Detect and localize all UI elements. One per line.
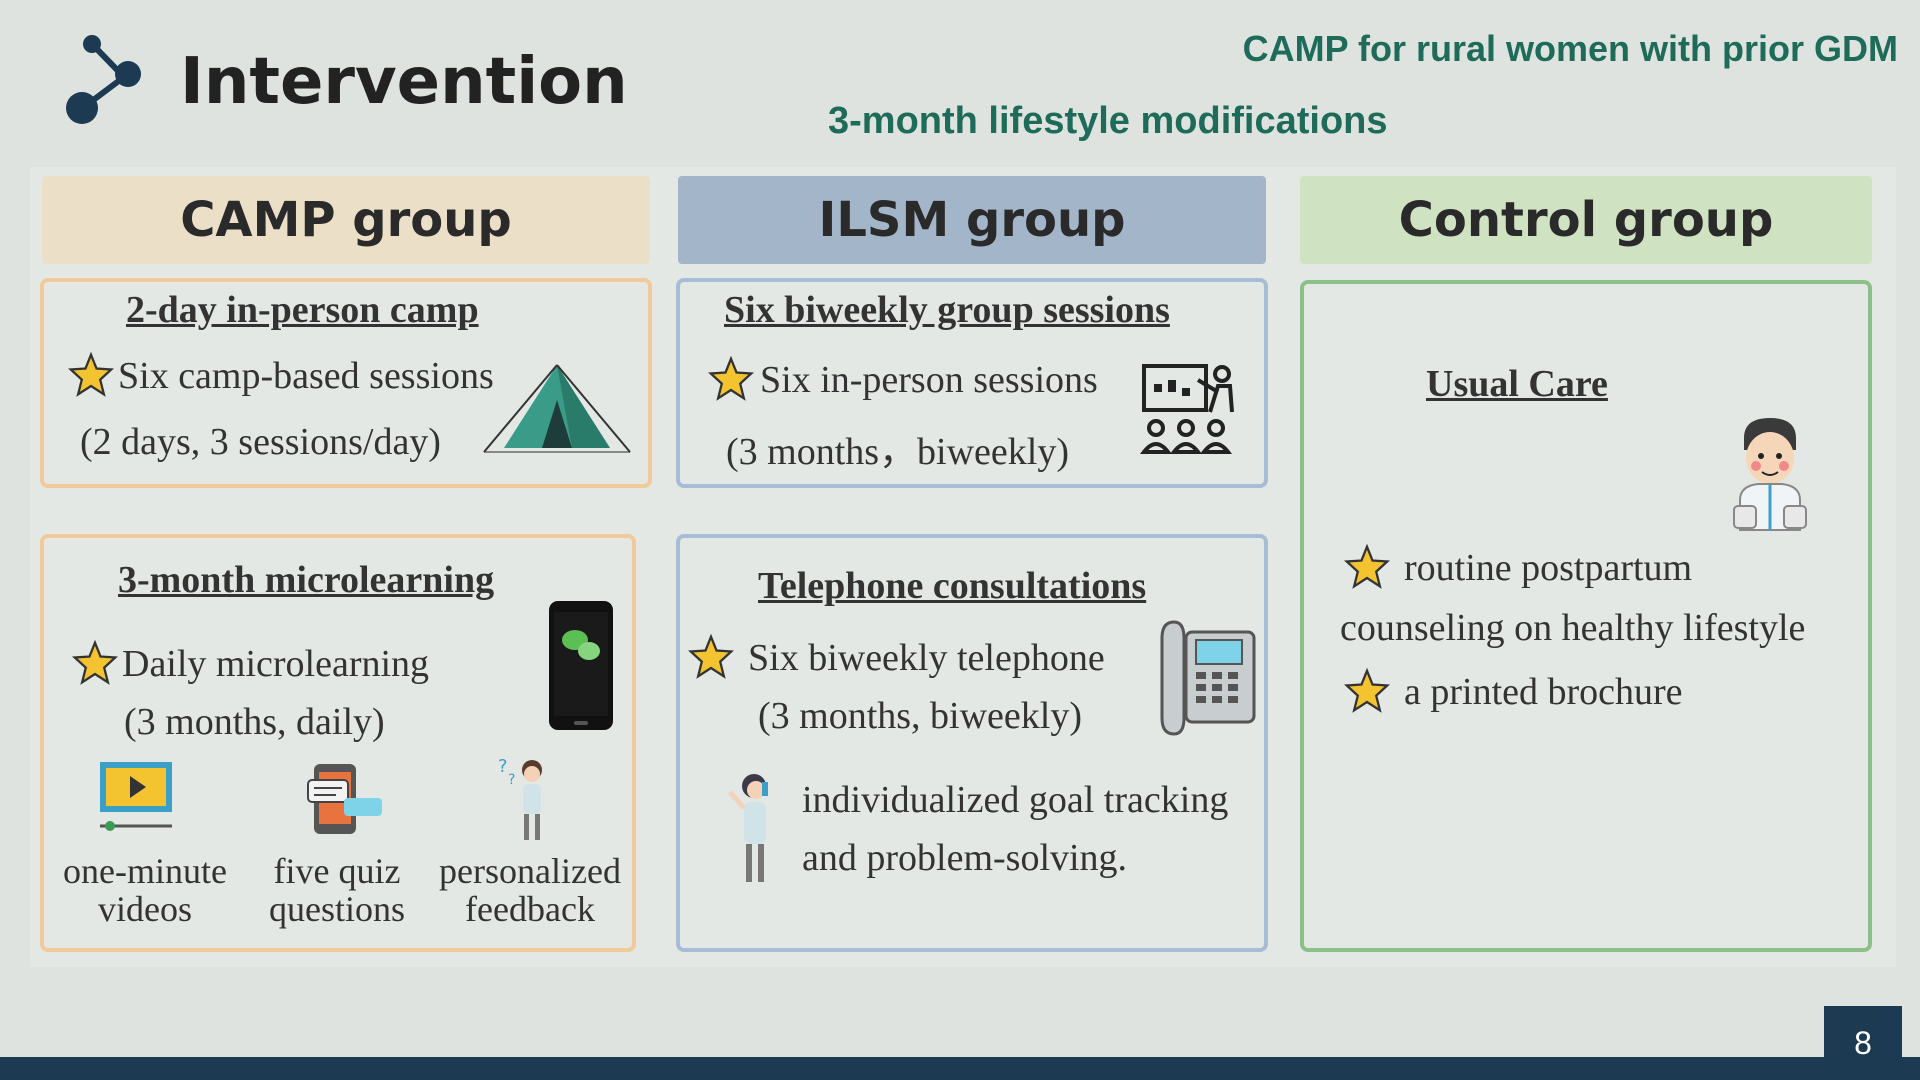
ilsm-group-header: ILSM group [678, 176, 1266, 264]
microlearning-line2: (3 months, daily) [124, 701, 385, 743]
camp-line2: (2 days, 3 sessions/day) [80, 421, 441, 463]
star-icon [708, 356, 754, 401]
group-sessions-heading: Six biweekly group sessions [724, 289, 1170, 331]
telephone-heading: Telephone consultations [758, 565, 1147, 607]
thinking-person-icon: ? ? [498, 756, 542, 840]
star-icon [1344, 544, 1390, 589]
camp-line1: Six camp-based sessions [118, 355, 494, 397]
control-line2: counseling on healthy lifestyle [1340, 607, 1806, 649]
molecule-icon [66, 35, 141, 124]
star-icon [68, 352, 114, 397]
study-title: CAMP for rural women with prior GDM [1242, 28, 1898, 69]
control-group-header: Control group [1300, 176, 1872, 264]
microlearning-box [40, 534, 636, 952]
page-number: 8 [1824, 1006, 1902, 1080]
micro-item-videos: one-minute videos [63, 851, 227, 929]
camp-group-header: CAMP group [42, 176, 650, 264]
svg-text:?: ? [498, 756, 508, 777]
group-sessions-line2: (3 months，biweekly) [726, 431, 1070, 473]
camp-heading: 2-day in-person camp [126, 289, 479, 331]
telephone-line1: Six biweekly telephone [748, 637, 1105, 679]
smartphone-icon [549, 601, 613, 730]
page-title: Intervention [180, 45, 628, 119]
svg-text:?: ? [508, 772, 515, 788]
video-icon [100, 762, 172, 831]
micro-item-feedback: personalized feedback [439, 851, 621, 929]
usual-care-heading: Usual Care [1426, 363, 1608, 405]
control-box [1300, 280, 1872, 952]
micro-item-quiz: five quiz questions [268, 851, 405, 929]
telephone-line4: and problem-solving. [802, 837, 1128, 879]
tent-icon [483, 364, 631, 453]
woman-on-phone-icon [728, 774, 768, 882]
microlearning-heading: 3-month microlearning [118, 559, 495, 601]
subtitle: 3-month lifestyle modifications [828, 100, 1388, 142]
star-icon [1344, 668, 1390, 713]
footer-bar [0, 1057, 1920, 1080]
microlearning-line1: Daily microlearning [122, 643, 430, 685]
telephone-line3: individualized goal tracking [802, 779, 1229, 821]
doctor-icon [1733, 418, 1807, 531]
classroom-icon [1140, 364, 1234, 454]
telephone-line2: (3 months, biweekly) [758, 695, 1083, 737]
control-line3: a printed brochure [1404, 671, 1683, 713]
star-icon [72, 640, 118, 685]
star-icon [688, 634, 734, 679]
telephone-icon [1160, 620, 1256, 736]
group-sessions-line1: Six in-person sessions [760, 359, 1098, 401]
telephone-box [676, 534, 1268, 952]
quiz-icon [307, 764, 382, 834]
control-line1: routine postpartum [1404, 547, 1693, 589]
